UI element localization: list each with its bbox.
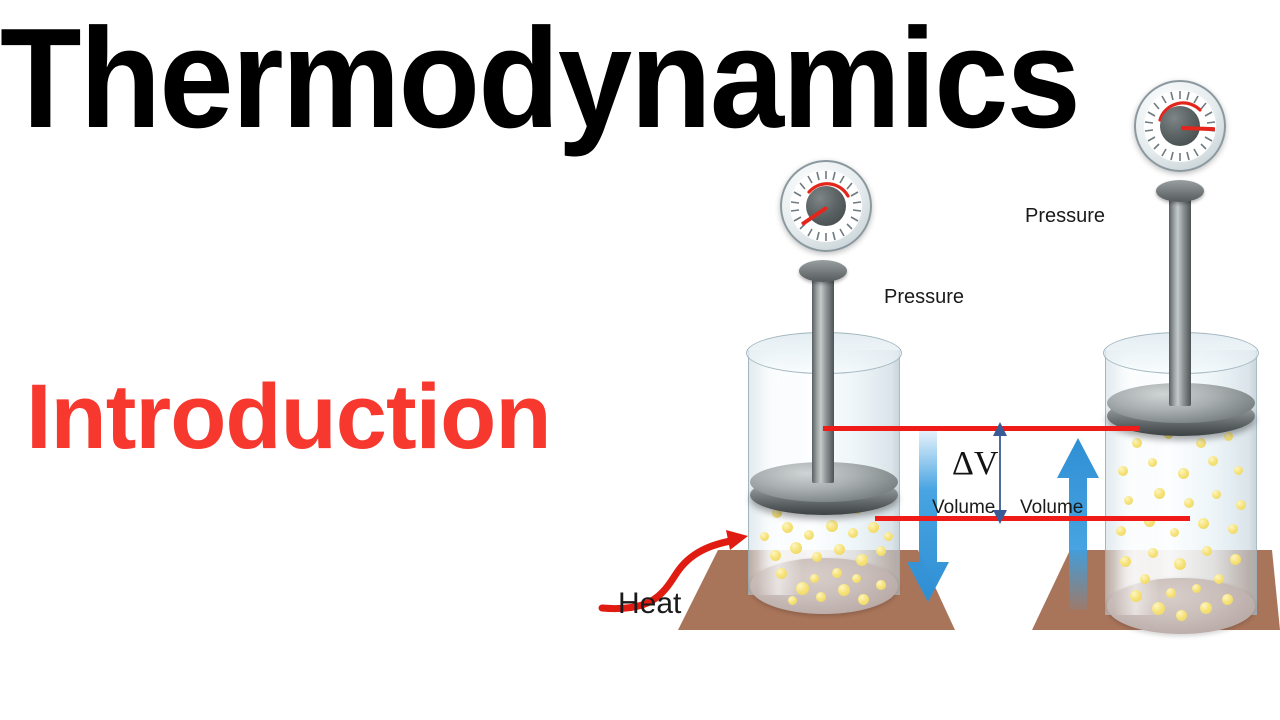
left-pressure-gauge[interactable] — [780, 160, 872, 252]
right-gauge-hub — [1160, 106, 1200, 146]
left-pressure-label: Pressure — [884, 286, 965, 308]
slide-subtitle: Introduction — [26, 366, 552, 468]
page-title: Thermodynamics — [0, 0, 1081, 158]
delta-volume-label: ΔV — [952, 445, 999, 482]
left-gauge-ticks — [790, 171, 862, 241]
left-gauge-arc — [807, 182, 850, 198]
left-rod-collar — [799, 260, 847, 282]
right-volume-label: Volume — [1020, 497, 1084, 518]
right-cylinder-floor — [1107, 578, 1255, 634]
left-volume-label: Volume — [932, 497, 996, 518]
right-pressure-gauge[interactable] — [1134, 80, 1226, 172]
volume-increase-arrow-icon — [1057, 438, 1099, 610]
upper-reference-line — [823, 426, 1140, 431]
heat-arrow-icon — [598, 530, 748, 613]
right-rod-collar — [1156, 180, 1204, 202]
lower-reference-line — [875, 516, 1190, 521]
gas-expansion-diagram: Pressure Heat — [598, 80, 1280, 650]
right-piston-rod — [1169, 188, 1191, 406]
right-pressure-label: Pressure — [1025, 205, 1106, 227]
left-piston-rod — [812, 268, 834, 483]
heat-label: Heat — [618, 587, 682, 620]
delta-volume-arrow-icon — [993, 422, 1007, 524]
